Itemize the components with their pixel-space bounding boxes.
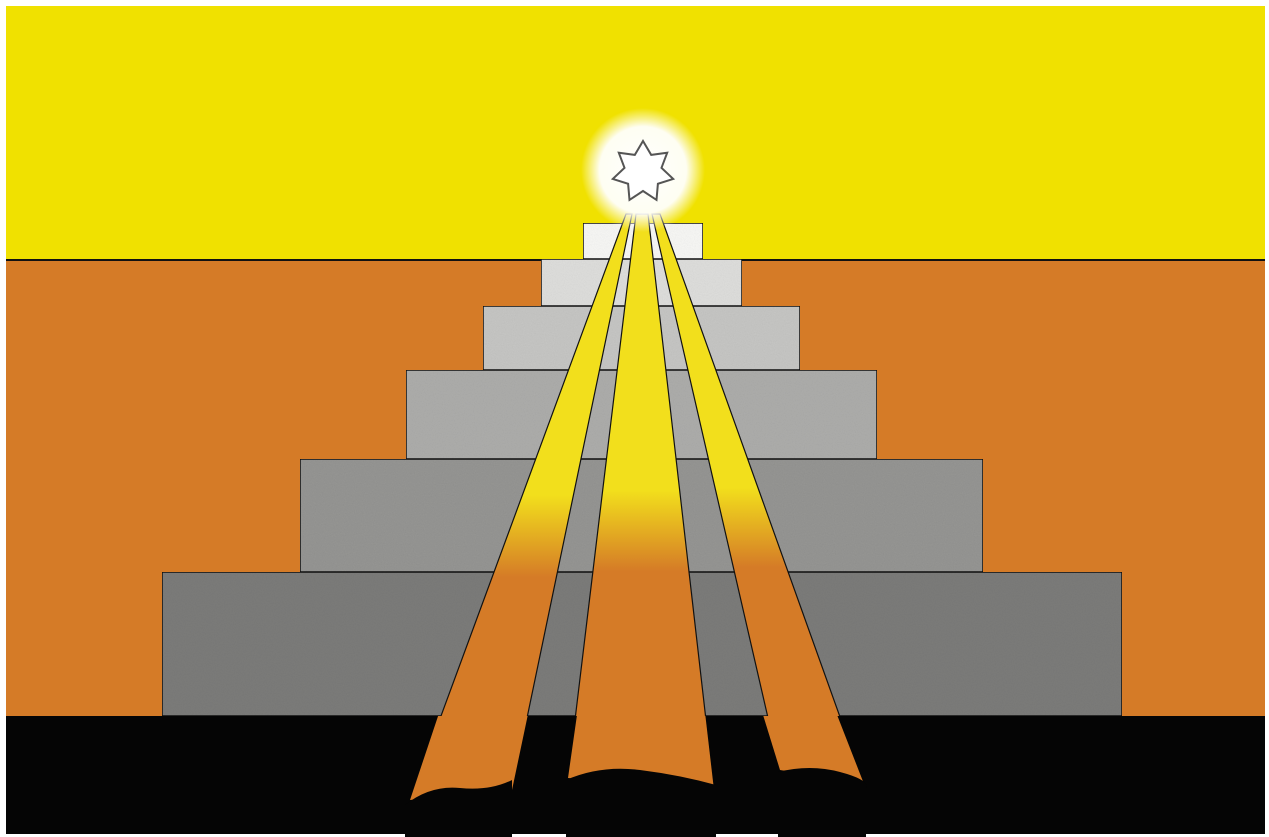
beam-ends-on-ground [405, 716, 866, 837]
